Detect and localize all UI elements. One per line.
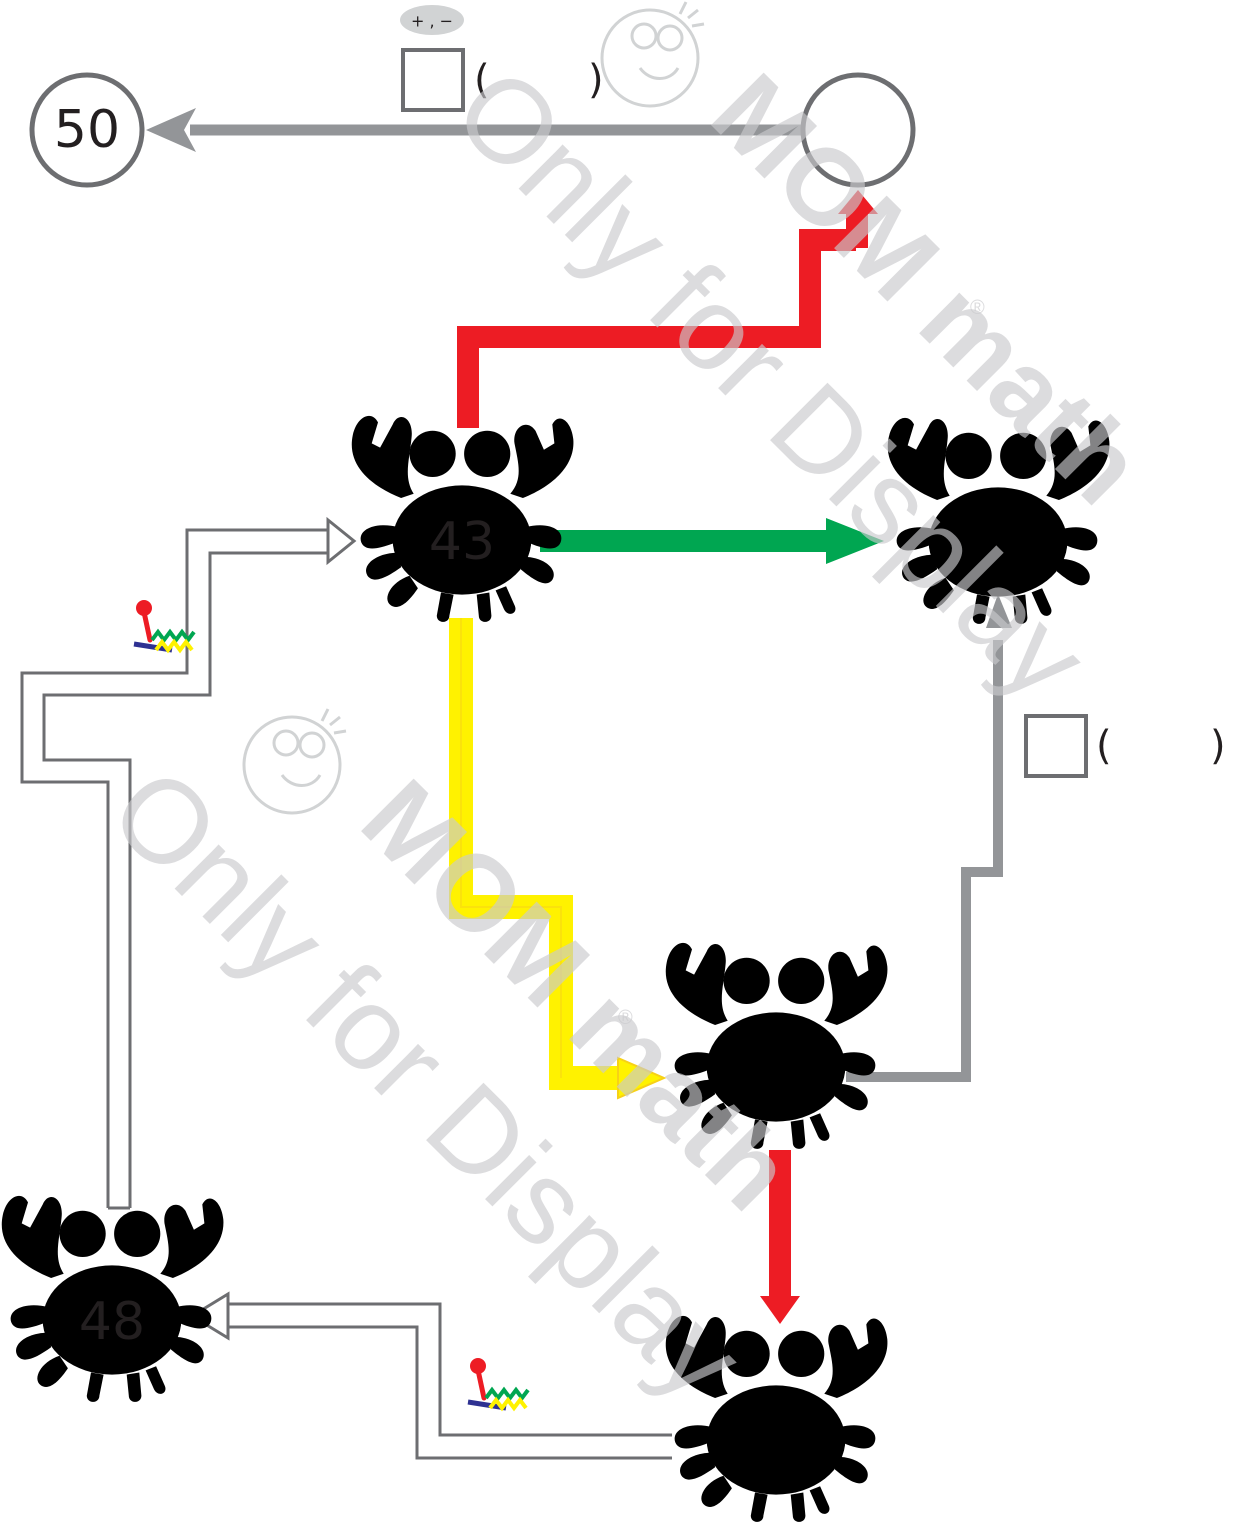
crab-start-value: 43 bbox=[429, 512, 495, 572]
red-arrow-down bbox=[769, 1150, 791, 1300]
right-operation-box[interactable] bbox=[1024, 714, 1088, 778]
top-paren-close: ) bbox=[588, 57, 604, 103]
gray-arrowhead-to-50 bbox=[146, 108, 196, 152]
operation-badge bbox=[400, 5, 464, 35]
final-circle-value: 50 bbox=[54, 100, 120, 160]
cartoon-face-watermark-icon bbox=[242, 707, 348, 815]
hollow-path-to-43 bbox=[20, 528, 330, 1208]
operation-badge-label: + , − bbox=[411, 12, 453, 31]
hollow-path-to-48 bbox=[226, 1302, 672, 1460]
green-arrow bbox=[540, 530, 830, 552]
gear-stick-icon bbox=[134, 600, 194, 650]
red-path-to-top-circle bbox=[457, 229, 856, 428]
yellow-arrowhead bbox=[617, 1056, 667, 1100]
watermark-registered: ® bbox=[618, 1007, 633, 1029]
green-arrowhead bbox=[826, 518, 884, 564]
red-arrowhead-down bbox=[760, 1296, 800, 1324]
right-paren-close: ) bbox=[1210, 723, 1226, 769]
hollow-arrowhead-43 bbox=[326, 516, 357, 566]
top-paren-open: ( bbox=[474, 57, 490, 103]
cartoon-face-watermark-icon bbox=[600, 0, 706, 108]
final-circle: 50 bbox=[29, 72, 145, 188]
watermark-registered: ® bbox=[970, 297, 985, 319]
gray-arrowhead-right bbox=[986, 594, 1012, 628]
gray-path-right bbox=[846, 640, 1003, 1082]
right-paren-open: ( bbox=[1096, 723, 1112, 769]
crab-left-value: 48 bbox=[79, 1292, 145, 1352]
top-operation-box[interactable] bbox=[401, 48, 465, 112]
top-circle-answer[interactable] bbox=[800, 72, 916, 188]
gear-stick-icon bbox=[468, 1358, 528, 1408]
